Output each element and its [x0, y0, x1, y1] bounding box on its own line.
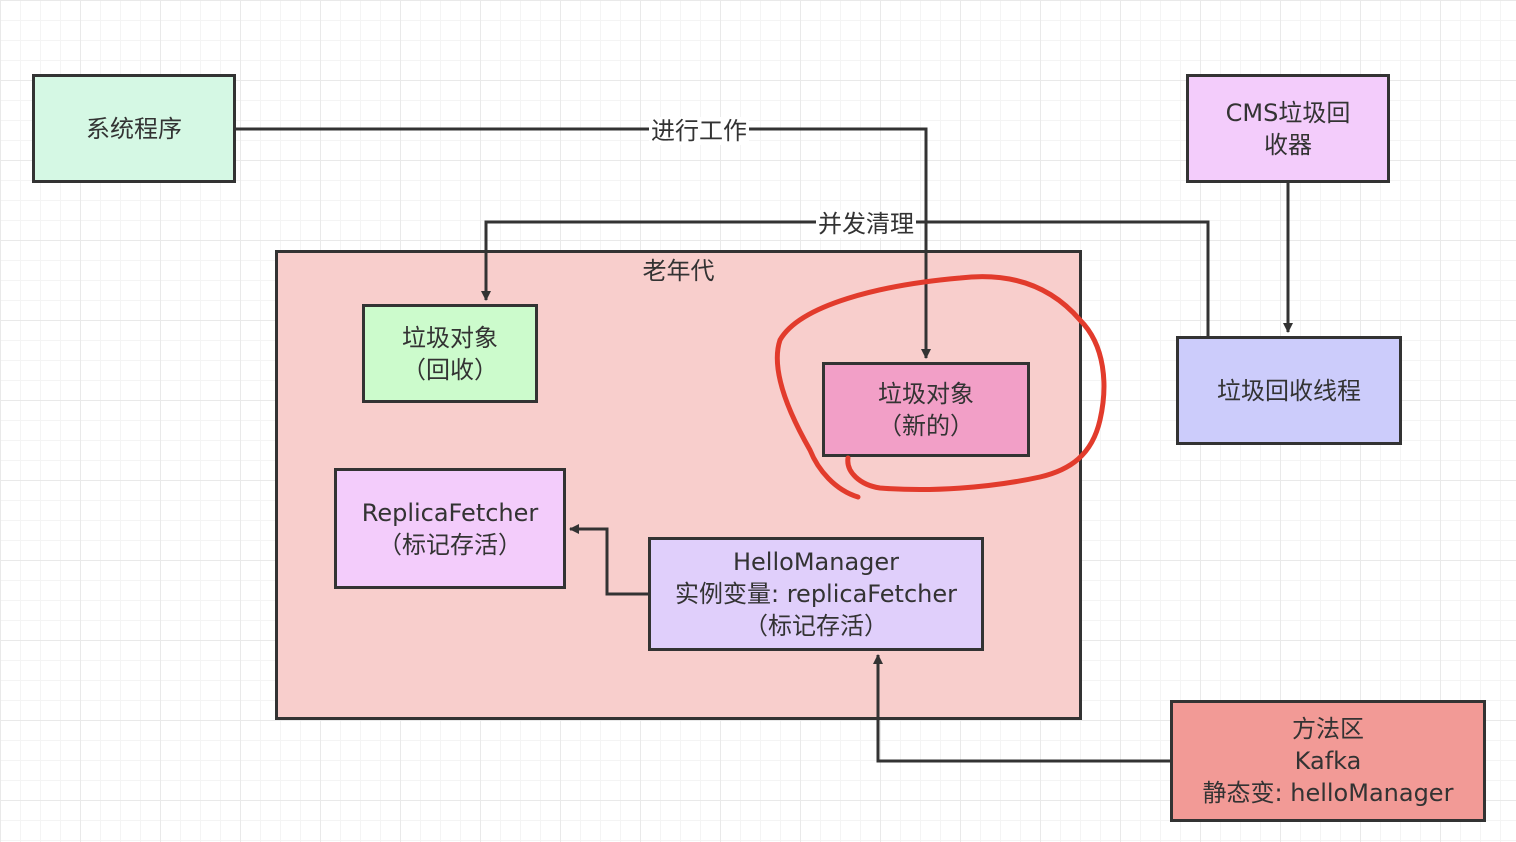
garbage-reclaimed-label-line1: 垃圾对象 [402, 323, 498, 352]
method-area-label-line2: Kafka [1294, 747, 1362, 775]
cms-collector-label-line2: 收器 [1264, 130, 1312, 159]
garbage-object-new-node[interactable]: 垃圾对象 （新的） [822, 362, 1030, 457]
edge-concurrent-clean-connector [481, 220, 1210, 336]
hello-manager-label-line3: （标记存活） [744, 612, 888, 640]
cms-collector-node[interactable]: CMS垃圾回 收器 [1186, 74, 1390, 183]
edge-label-concurrent-clean: 并发清理 [816, 210, 916, 238]
hello-manager-node[interactable]: HelloManager 实例变量: replicaFetcher （标记存活） [648, 537, 984, 651]
gc-thread-label: 垃圾回收线程 [1217, 376, 1361, 405]
garbage-object-reclaimed-node[interactable]: 垃圾对象 （回收） [362, 304, 538, 403]
hello-manager-label-line1: HelloManager [732, 548, 900, 576]
gc-thread-node[interactable]: 垃圾回收线程 [1176, 336, 1402, 445]
highlight-circle-annotation [774, 274, 1107, 500]
system-program-label: 系统程序 [86, 114, 182, 143]
garbage-new-label-line2: （新的） [878, 411, 974, 440]
edge-label-work: 进行工作 [649, 117, 749, 145]
edge-work-connector [236, 127, 931, 359]
replica-fetcher-node[interactable]: ReplicaFetcher （标记存活） [334, 468, 566, 589]
replica-fetcher-label-line1: ReplicaFetcher [361, 498, 539, 527]
old-generation-title: 老年代 [642, 257, 715, 285]
edge-method-area-to-hello-connector [873, 654, 1170, 763]
garbage-reclaimed-label-line2: （回收） [402, 355, 498, 384]
cms-collector-label-line1: CMS垃圾回 [1225, 98, 1351, 127]
replica-fetcher-label-line2: （标记存活） [378, 530, 522, 559]
garbage-new-label-line1: 垃圾对象 [878, 379, 974, 408]
edge-hello-to-replica-connector [569, 524, 648, 596]
method-area-label-line3: 静态变: helloManager [1202, 779, 1454, 807]
system-program-node[interactable]: 系统程序 [32, 74, 236, 183]
hello-manager-label-line2: 实例变量: replicaFetcher [675, 580, 957, 608]
method-area-label-line1: 方法区 [1292, 715, 1364, 743]
method-area-node[interactable]: 方法区 Kafka 静态变: helloManager [1170, 700, 1486, 822]
